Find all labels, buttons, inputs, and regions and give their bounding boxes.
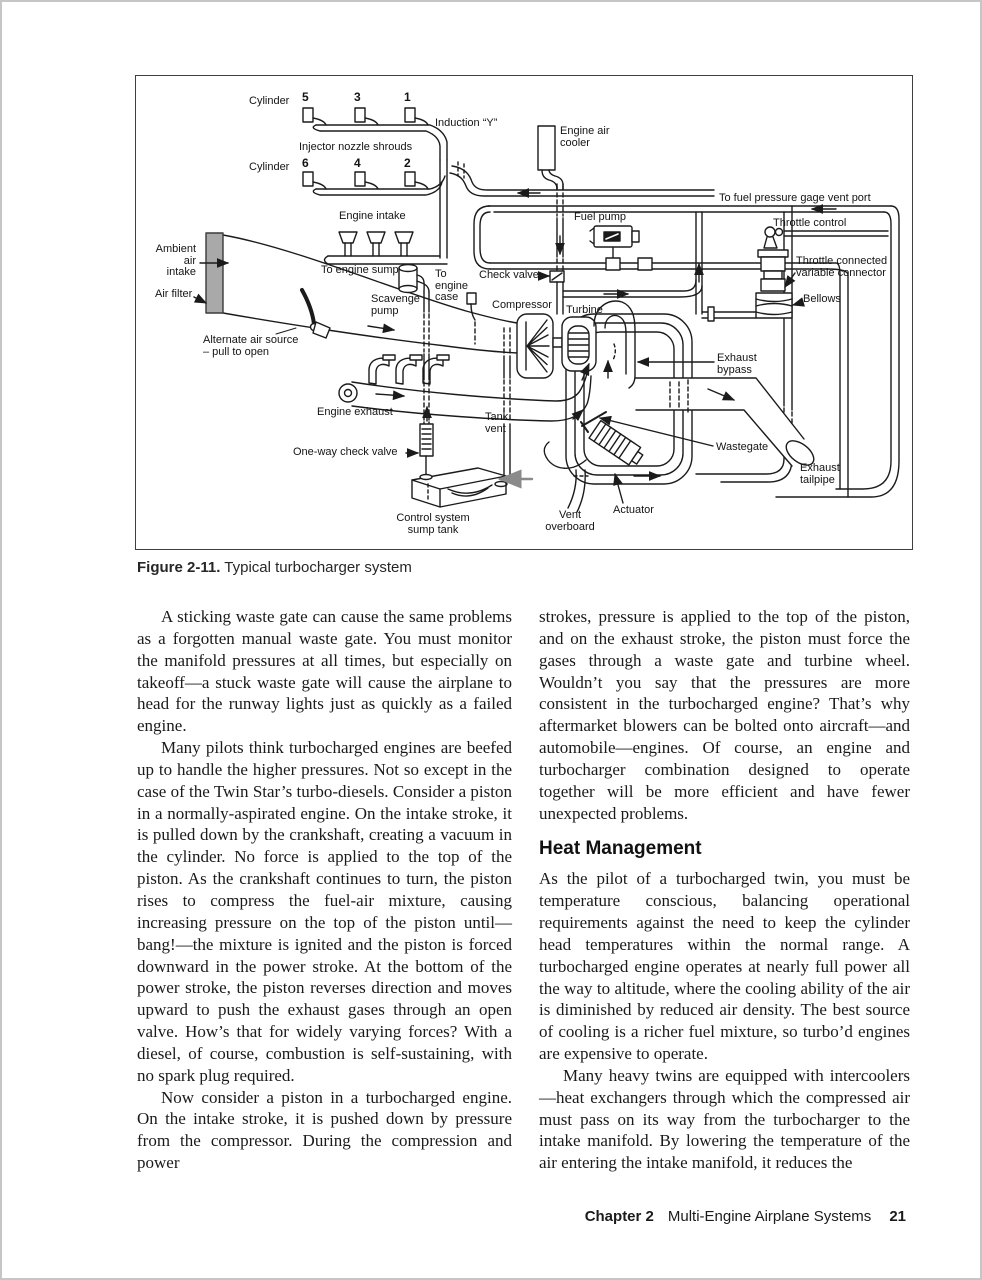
label-compressor: Compressor [492, 299, 552, 311]
actuator-hose [543, 441, 587, 469]
page-number: 21 [889, 1208, 906, 1225]
label-cylinder-top: Cylinder [249, 95, 290, 107]
label-cyl-2: 2 [404, 156, 411, 170]
bellows-icon [755, 292, 793, 319]
label-cyl-3: 3 [354, 90, 361, 104]
paragraph: A sticking waste gate can cause the same… [137, 607, 512, 736]
label-to-fuel-pressure: To fuel pressure gage vent port [719, 192, 871, 204]
label-exhaust-tailpipe: Exhaust tailpipe [800, 462, 840, 486]
label-throttle-connected: Throttle connected variable connector [796, 255, 888, 279]
label-alternate-air-source: Alternate air source – pull to open [203, 334, 299, 358]
label-cyl-5: 5 [302, 90, 309, 104]
compressor-icon [516, 313, 554, 379]
vent-overboard-pipes [567, 469, 589, 513]
fuel-manifold-pipe [489, 262, 849, 276]
paragraph: Now consider a piston in a turbocharged … [137, 1087, 512, 1173]
exhaust-tailpipe-icon [635, 377, 815, 467]
figure-caption: Figure 2-11. Typical turbocharger system [137, 559, 412, 576]
exhaust-bypass-duct [580, 300, 662, 481]
label-wastegate: Wastegate [716, 441, 769, 453]
label-cylinder-bottom: Cylinder [249, 161, 290, 173]
alternate-air-flap [300, 288, 316, 326]
label-engine-air-cooler: Engine air cooler [560, 125, 610, 149]
label-actuator: Actuator [613, 504, 654, 516]
label-injector-nozzle-shrouds: Injector nozzle shrouds [299, 141, 413, 153]
label-to-engine-case: To engine case [435, 268, 469, 303]
label-cyl-1: 1 [404, 90, 411, 104]
label-turbine: Turbine [566, 304, 603, 316]
label-induction-y: Induction “Y” [435, 117, 498, 129]
section-heading: Heat Management [539, 838, 702, 860]
label-engine-intake: Engine intake [339, 210, 406, 222]
label-scavenge-pump: Scavenge pump [371, 293, 420, 317]
figure-caption-text: Typical turbocharger system [224, 559, 412, 576]
label-bellows: Bellows [803, 293, 841, 305]
engine-air-cooler [537, 125, 565, 315]
label-ambient-air-intake: Ambient air intake [155, 243, 196, 278]
throttle-connector-assembly [701, 226, 793, 322]
throttle-rod [783, 230, 889, 237]
turbine-icon [561, 316, 597, 372]
label-to-engine-sump: To engine sump [321, 264, 399, 276]
label-vent-overboard: Vent overboard [545, 509, 595, 533]
air-filter-icon [205, 232, 224, 314]
sump-vent-plumbing [398, 263, 511, 488]
label-cyl-4: 4 [354, 156, 361, 170]
engine-intake-manifold [323, 231, 448, 265]
turbo-shaft [552, 337, 563, 348]
paragraph: Many pilots think turbocharged engines a… [137, 738, 512, 1085]
label-one-way-check-valve: One-way check valve [293, 446, 398, 458]
paragraph: strokes, pressure is applied to the top … [539, 607, 910, 823]
chapter-title: Multi-Engine Airplane Systems [667, 1208, 872, 1225]
figure-caption-label: Figure 2-11. [137, 559, 221, 576]
label-control-system-sump-tank: Control system sump tank [396, 512, 470, 536]
sump-tank-icon [411, 467, 534, 508]
label-fuel-pump: Fuel pump [574, 211, 626, 223]
fuel-pressure-vent-pipe [449, 161, 715, 197]
compressor-discharge-pipe [562, 211, 704, 315]
label-throttle-control: Throttle control [773, 217, 847, 229]
label-cyl-6: 6 [302, 156, 309, 170]
label-air-filter: Air filter [155, 288, 193, 300]
turbocharger-diagram-art [193, 107, 900, 513]
figure-2-11-diagram: Cylinder 5 3 1 Induction “Y” Engine air … [135, 75, 913, 550]
engine-case-fitting [466, 292, 477, 305]
actuator-icon [588, 419, 644, 466]
right-column: strokes, pressure is applied to the top … [539, 606, 910, 1174]
wastegate-icon [571, 409, 607, 427]
paragraph: As the pilot of a turbocharged twin, you… [539, 869, 910, 1064]
label-engine-exhaust: Engine exhaust [317, 406, 393, 418]
left-column: A sticking waste gate can cause the same… [137, 606, 512, 1174]
cylinder-injector-rails [302, 107, 448, 259]
fuel-pump-icon [589, 225, 653, 271]
label-check-valve: Check valve [479, 269, 539, 281]
paragraph: Many heavy twins are equipped with inter… [539, 1065, 910, 1173]
engine-exhaust-manifold [338, 354, 592, 422]
label-tank-vent: Tank vent [485, 411, 509, 435]
page-footer: Chapter 2 Multi-Engine Airplane Systems … [585, 1208, 906, 1225]
chapter-label: Chapter 2 [584, 1208, 654, 1225]
label-exhaust-bypass: Exhaust bypass [717, 352, 757, 376]
flow-arrows [193, 188, 837, 504]
